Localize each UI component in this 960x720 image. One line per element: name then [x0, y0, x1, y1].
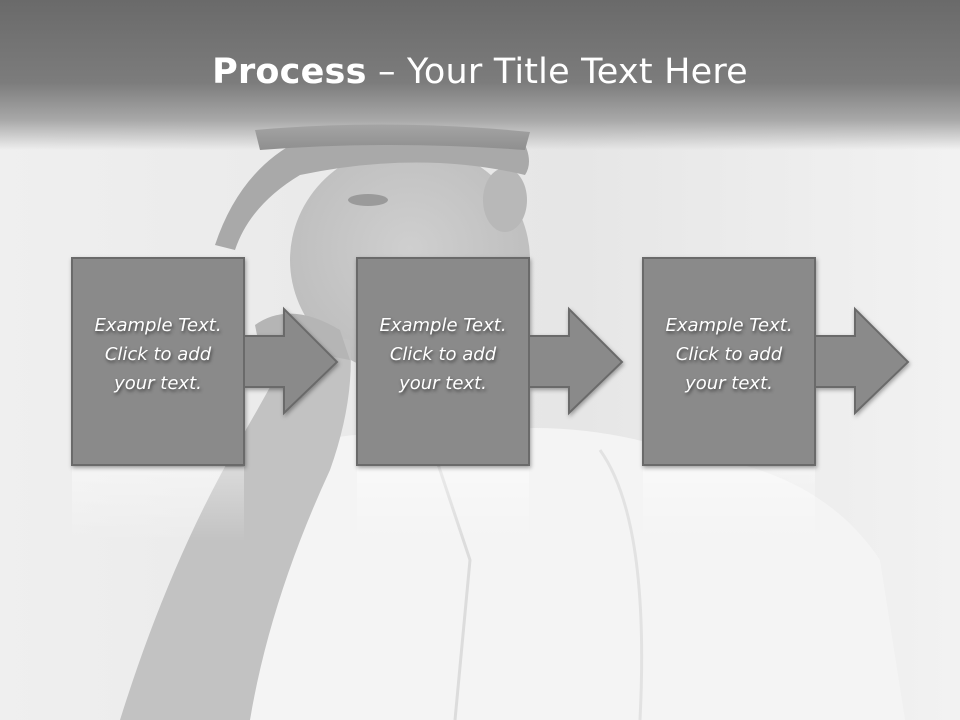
step-2-line-1: Example Text.: [379, 315, 507, 336]
title-rest: – Your Title Text Here: [366, 52, 748, 92]
arrow-right-icon: [528, 306, 624, 416]
step-3-line-2: Click to add: [675, 344, 783, 365]
process-step-2[interactable]: [356, 257, 624, 466]
arrow-right-icon: [243, 306, 339, 416]
step-1-line-3: your text.: [114, 373, 202, 394]
step-1-line-1: Example Text.: [94, 315, 222, 336]
title-bold-part: Process: [212, 52, 367, 92]
step-1-text[interactable]: Example Text. Click to add your text.: [72, 311, 244, 398]
step-3-line-1: Example Text.: [665, 315, 793, 336]
step-3-text[interactable]: Example Text. Click to add your text.: [643, 311, 815, 398]
step-1-line-2: Click to add: [104, 344, 212, 365]
step-2-line-2: Click to add: [389, 344, 497, 365]
step-3-line-3: your text.: [685, 373, 773, 394]
arrow-right-icon: [814, 306, 910, 416]
process-step-1[interactable]: [71, 257, 339, 466]
process-step-3[interactable]: [642, 257, 910, 466]
step-reflections: [72, 467, 815, 542]
slide-title[interactable]: Process – Your Title Text Here: [0, 52, 960, 92]
step-2-line-3: your text.: [399, 373, 487, 394]
title-bar: [0, 0, 960, 150]
step-2-text[interactable]: Example Text. Click to add your text.: [357, 311, 529, 398]
